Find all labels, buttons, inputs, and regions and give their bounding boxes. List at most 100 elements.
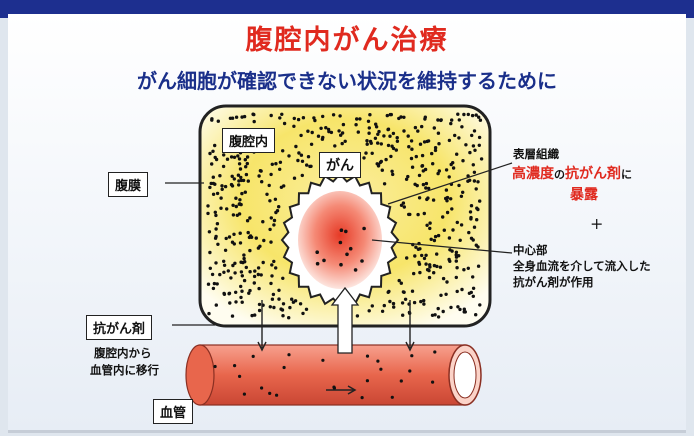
drug-particle [305,308,308,311]
drug-particle [216,243,219,246]
drug-particle [260,273,263,276]
drug-particle [384,158,387,161]
center-line2: 抗がん剤が作用 [513,274,594,290]
drug-particle [450,163,453,166]
drug-particle [468,151,471,154]
drug-particle [243,393,246,396]
drug-particle [456,290,459,293]
drug-particle [413,301,416,304]
drug-particle [240,192,243,195]
drug-particle [424,186,427,189]
drug-particle [424,168,427,171]
drug-particle [245,173,248,176]
label-abdominal-cavity: 腹腔内 [222,128,275,153]
drug-particle [438,169,441,172]
label-blood-vessel: 血管 [153,399,193,424]
drug-particle [248,216,251,219]
drug-particle [239,296,242,299]
drug-particle [411,290,414,293]
blood-vessel [186,345,481,405]
drug-particle [455,266,458,269]
drug-particle [207,312,210,315]
drug-particle [428,263,431,266]
drug-particle [332,113,335,116]
drug-particle [277,205,280,208]
drug-particle [281,277,284,280]
drug-particle [455,276,458,279]
drug-particle [253,281,256,284]
drug-particle [442,310,445,313]
drug-particle [408,369,411,372]
surface-high-concentration: 高濃度 [512,166,554,182]
drug-particle [231,241,234,244]
drug-particle [472,287,475,290]
drug-particle [470,134,473,137]
drug-particle [338,114,341,117]
drug-particle [386,114,389,117]
drug-particle [250,314,253,317]
drug-particle [255,236,258,239]
drug-particle [238,162,241,165]
drug-particle [420,254,423,257]
label-peritoneum: 腹膜 [108,172,148,197]
drug-particle [401,301,404,304]
drug-particle [448,236,451,239]
drug-particle [410,354,413,357]
drug-particle [257,287,260,290]
drug-particle [233,177,236,180]
drug-particle [392,132,395,135]
drug-particle [449,197,452,200]
drug-particle [210,118,213,121]
drug-particle [218,174,221,177]
drug-particle [240,290,243,293]
drug-particle [214,227,217,230]
drug-particle [274,198,277,201]
drug-particle [475,244,478,247]
drug-particle [390,170,393,173]
drug-particle [301,174,304,177]
drug-particle [471,114,474,117]
drug-particle [478,303,481,306]
drug-particle [237,179,240,182]
drug-particle [214,211,217,214]
drug-particle [269,305,272,308]
drug-particle [239,241,242,244]
drug-particle [246,219,249,222]
drug-particle [238,212,241,215]
drug-particle [404,298,407,301]
surface-description: 高濃度の抗がん剤に [512,163,632,183]
drug-particle [462,268,465,271]
drug-particle [238,198,241,201]
drug-particle [233,271,236,274]
drug-particle [244,158,247,161]
drug-particle [475,187,478,190]
drug-particle [342,123,345,126]
drug-particle [475,218,478,221]
drug-particle [305,163,308,166]
center-line1: 全身血流を介して流入した [513,258,651,274]
drug-particle [396,136,399,139]
drug-particle [212,287,215,290]
drug-particle [446,196,449,199]
drug-particle [367,132,370,135]
drug-particle [366,379,369,382]
drug-particle [228,301,231,304]
drug-particle [208,251,211,254]
drug-particle [243,279,246,282]
drug-particle [214,237,217,240]
drug-particle [319,127,322,130]
drug-particle [398,279,401,282]
drug-particle [344,230,348,234]
drug-particle [272,293,275,296]
drug-particle [226,158,229,161]
drug-particle [425,182,428,185]
drug-particle [231,204,234,207]
drug-particle [349,247,353,251]
drug-particle [389,155,392,158]
drug-particle [437,315,440,318]
drug-particle [428,221,431,224]
drug-particle [474,313,477,316]
drug-particle [327,130,330,133]
drug-particle [239,261,242,264]
drug-particle [257,273,260,276]
